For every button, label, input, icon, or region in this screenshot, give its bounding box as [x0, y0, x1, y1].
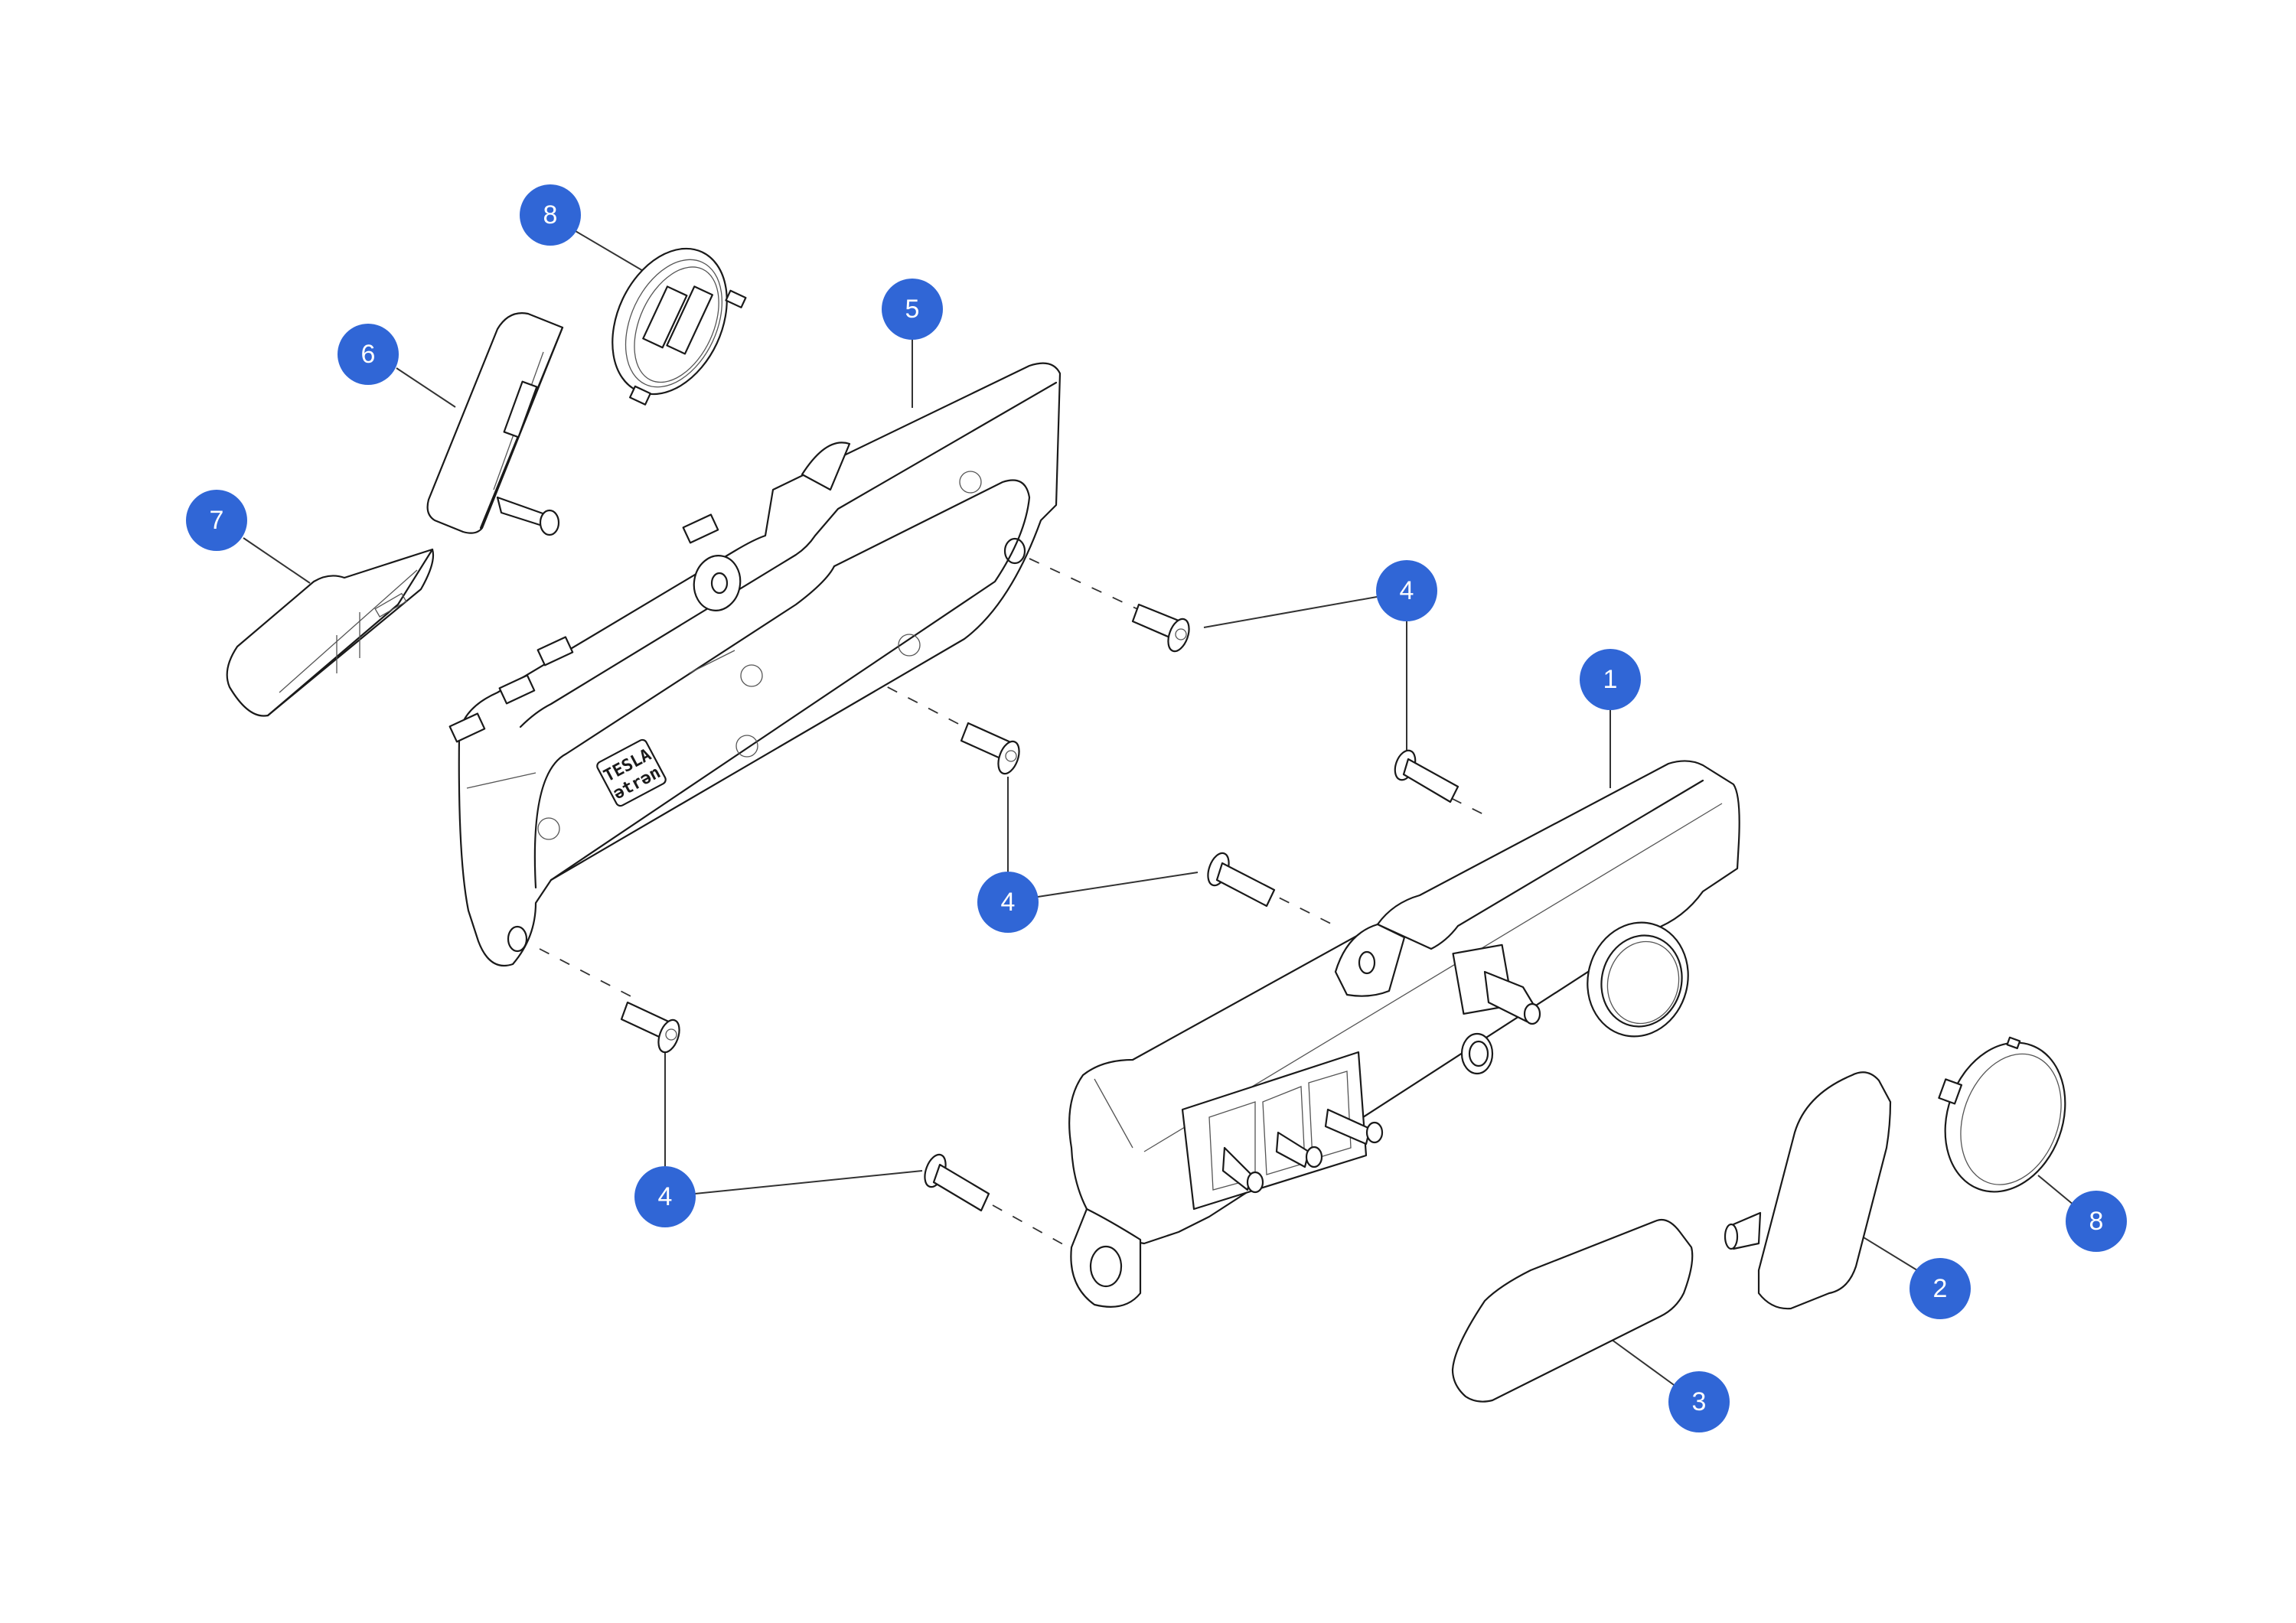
callout-part-4-upper-right[interactable]: 4 [1376, 560, 1437, 621]
screw-4-center [1207, 852, 1276, 908]
callout-part-4-middle[interactable]: 4 [977, 872, 1039, 933]
callout-part-8-right[interactable]: 8 [2066, 1191, 2127, 1252]
part-8-round-cap-right [1938, 1036, 2066, 1193]
callout-part-6[interactable]: 6 [338, 324, 399, 385]
part-1-front-housing [1068, 760, 1740, 1308]
callout-part-5[interactable]: 5 [882, 279, 943, 340]
tesla-logo-badge: TESLA ətrən [596, 738, 667, 807]
callout-label: 8 [2089, 1206, 2104, 1236]
screw-4-upper-right [1131, 603, 1190, 653]
part-7-slotted-knob [226, 548, 435, 717]
screw-4-right [1394, 749, 1459, 803]
callout-label: 2 [1932, 1273, 1948, 1303]
callout-label: 6 [360, 339, 376, 369]
callout-label: 5 [905, 294, 920, 324]
callout-label: 3 [1691, 1387, 1707, 1416]
screw-4-left [620, 1001, 680, 1054]
part-6-lever-knob [426, 312, 564, 536]
callout-part-7[interactable]: 7 [186, 490, 247, 551]
callout-label: 7 [209, 505, 224, 535]
part-2-lever-knob [1724, 1071, 1892, 1310]
part-3-long-knob [1451, 1218, 1694, 1403]
callout-part-8-top[interactable]: 8 [520, 184, 581, 246]
callout-label: 8 [543, 200, 558, 230]
leader-lines [243, 230, 2075, 1387]
callout-part-2[interactable]: 2 [1910, 1258, 1971, 1319]
callout-label: 1 [1603, 664, 1618, 694]
callout-part-3[interactable]: 3 [1668, 1371, 1730, 1432]
part-8-round-cap-top [612, 247, 747, 406]
callout-part-4-bottom-left[interactable]: 4 [634, 1166, 696, 1227]
callout-label: 4 [1000, 887, 1016, 917]
screw-4-middle [960, 722, 1020, 775]
callout-label: 4 [657, 1181, 673, 1211]
callout-part-1[interactable]: 1 [1580, 649, 1641, 710]
part-5-rear-housing: TESLA ətrən [448, 362, 1062, 967]
screw-4-bottom [924, 1153, 990, 1212]
callout-label: 4 [1399, 575, 1414, 605]
assembly-axes [539, 558, 1493, 1252]
